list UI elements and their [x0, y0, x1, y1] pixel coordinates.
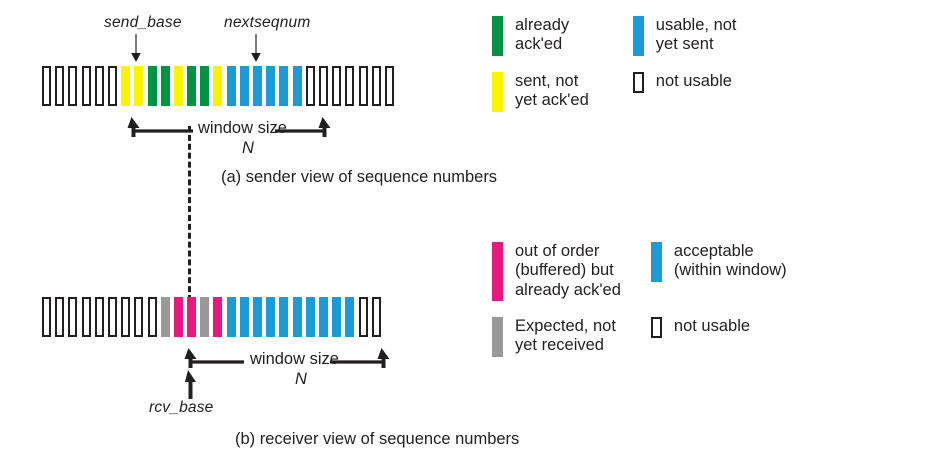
receiver-cell-pink: [187, 297, 197, 337]
sender-cell-white: [305, 66, 315, 106]
receiver-legend-swatch-pink: [492, 242, 503, 301]
sender-window-bracket-icon: [127, 117, 331, 137]
receiver-legend-swatch-gray: [492, 317, 503, 357]
alignment-dashed-line: [188, 126, 191, 301]
receiver-window-size-label: window size: [250, 350, 339, 368]
sender-cell-white: [371, 66, 381, 106]
sender-legend-label: not usable: [655, 72, 732, 90]
receiver-window-bracket-icon: [184, 348, 390, 368]
receiver-sequence-row: [42, 297, 385, 337]
sender-cell-green: [147, 66, 157, 106]
sender-legend: already ack'ed usable, not yet sent sent, …: [492, 16, 737, 112]
receiver-cell-gray: [160, 297, 170, 337]
receiver-window-n-label: N: [295, 370, 307, 388]
receiver-legend-label: acceptable (within window): [673, 242, 787, 280]
receiver-cell-blue: [305, 297, 315, 337]
receiver-legend-item: not usable: [650, 317, 787, 357]
receiver-cell-white: [55, 297, 65, 337]
nextseqnum-arrow-icon: [251, 34, 261, 62]
receiver-cell-white: [371, 297, 381, 337]
receiver-legend-label: out of order (buffered) but already ack'…: [515, 242, 621, 299]
sender-legend-swatch-white: [632, 72, 644, 93]
sender-cell-white: [332, 66, 342, 106]
sender-legend-item: not usable: [632, 72, 737, 112]
sender-legend-label: sent, not yet ack'ed: [515, 72, 589, 110]
sender-sequence-row: [42, 66, 398, 106]
sender-cell-blue: [279, 66, 289, 106]
receiver-cell-blue: [266, 297, 276, 337]
sender-cell-white: [358, 66, 368, 106]
sender-cell-yellow: [213, 66, 223, 106]
sender-cell-yellow: [121, 66, 131, 106]
receiver-cell-blue: [279, 297, 289, 337]
receiver-cell-white: [81, 297, 91, 337]
sender-cell-white: [55, 66, 65, 106]
sender-legend-label: already ack'ed: [515, 16, 570, 54]
receiver-cell-blue: [226, 297, 236, 337]
sender-cell-yellow: [173, 66, 183, 106]
receiver-cell-blue: [345, 297, 355, 337]
sender-cell-white: [94, 66, 104, 106]
send-base-label: send_base: [104, 14, 182, 31]
rcv-base-arrow-icon: [185, 370, 196, 399]
sender-cell-white: [345, 66, 355, 106]
sender-cell-green: [187, 66, 197, 106]
sender-legend-item: usable, not yet sent: [632, 16, 737, 56]
sender-cell-white: [42, 66, 51, 106]
sender-legend-item: sent, not yet ack'ed: [492, 72, 589, 112]
receiver-cell-white: [94, 297, 104, 337]
receiver-cell-blue: [332, 297, 342, 337]
sender-caption: (a) sender view of sequence numbers: [221, 168, 498, 186]
sender-cell-blue: [253, 66, 262, 106]
receiver-legend-label: Expected, not yet received: [515, 317, 616, 355]
receiver-cell-white: [147, 297, 157, 337]
nextseqnum-label: nextseqnum: [224, 14, 311, 31]
sender-legend-swatch-blue: [632, 16, 644, 56]
sender-cell-green: [200, 66, 210, 106]
receiver-caption: (b) receiver view of sequence numbers: [235, 430, 520, 448]
sender-cell-white: [107, 66, 117, 106]
receiver-cell-white: [358, 297, 368, 337]
sender-cell-white: [318, 66, 328, 106]
receiver-cell-white: [107, 297, 117, 337]
receiver-legend-swatch-blue: [650, 242, 662, 282]
receiver-cell-blue: [253, 297, 262, 337]
receiver-cell-white: [68, 297, 78, 337]
sender-window-size-label: window size: [198, 119, 287, 137]
receiver-cell-blue: [239, 297, 249, 337]
sender-cell-blue: [239, 66, 249, 106]
receiver-legend: out of order (buffered) but already ack'…: [492, 242, 787, 357]
receiver-legend-item: acceptable (within window): [650, 242, 787, 301]
receiver-cell-blue: [292, 297, 302, 337]
receiver-cell-blue: [318, 297, 328, 337]
receiver-cell-white: [42, 297, 51, 337]
receiver-legend-item: out of order (buffered) but already ack'…: [492, 242, 621, 301]
sender-cell-white: [81, 66, 91, 106]
sender-cell-blue: [226, 66, 236, 106]
receiver-legend-swatch-white: [650, 317, 662, 338]
sender-cell-blue: [266, 66, 276, 106]
sender-cell-white: [68, 66, 78, 106]
sender-cell-white: [384, 66, 394, 106]
sender-cell-green: [160, 66, 170, 106]
sender-cell-yellow: [134, 66, 144, 106]
sender-legend-label: usable, not yet sent: [655, 16, 737, 54]
sender-legend-swatch-yellow: [492, 72, 503, 112]
receiver-legend-item: Expected, not yet received: [492, 317, 621, 357]
rcv-base-label: rcv_base: [149, 399, 214, 416]
receiver-cell-pink: [213, 297, 223, 337]
receiver-cell-gray: [200, 297, 210, 337]
sender-cell-blue: [292, 66, 302, 106]
sender-legend-item: already ack'ed: [492, 16, 589, 56]
sender-window-n-label: N: [242, 139, 254, 157]
receiver-cell-white: [134, 297, 144, 337]
receiver-cell-white: [121, 297, 131, 337]
send-base-arrow-icon: [131, 34, 141, 62]
receiver-legend-label: not usable: [673, 317, 751, 335]
receiver-cell-pink: [173, 297, 183, 337]
sender-legend-swatch-green: [492, 16, 503, 56]
